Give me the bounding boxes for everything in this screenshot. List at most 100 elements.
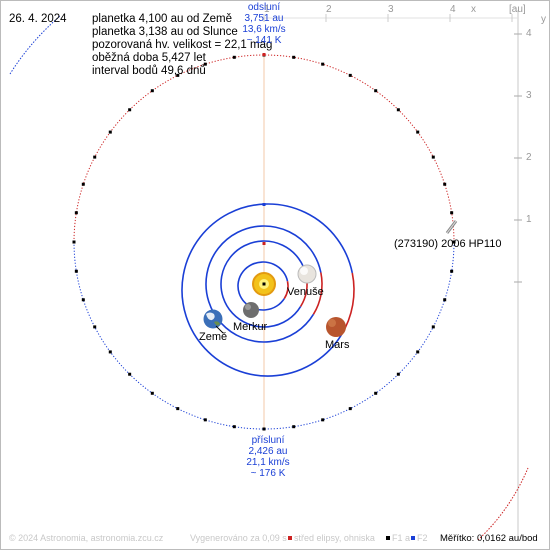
- info-line-sun-distance: planetka 3,138 au od Slunce: [92, 26, 238, 38]
- orbit-point: [374, 391, 378, 395]
- legend-f2-text: F2: [417, 533, 428, 543]
- perihelion-speed: 21,1 km/s: [246, 457, 290, 468]
- venus-label: Venuše: [287, 286, 324, 298]
- orbit-point: [74, 269, 78, 273]
- generated-text: Vygenerováno za 0,09 s: [190, 533, 287, 543]
- outer-orbit-arc-br: [477, 467, 529, 541]
- mercury-icon: [243, 302, 259, 318]
- orbit-point: [108, 350, 112, 354]
- earth-orbit: [205, 225, 323, 343]
- earth-label: Země: [199, 331, 228, 343]
- orbit-point: [443, 182, 447, 186]
- y-tick-2: 2: [526, 152, 532, 163]
- planet-orbits: [181, 203, 355, 377]
- legend-f2-swatch: [411, 536, 415, 540]
- orbit-point: [292, 425, 296, 429]
- aphelion-distance: 3,751 au: [244, 13, 284, 24]
- y-axis-ticks: [514, 33, 522, 283]
- outer-orbit-arc-tl: [9, 15, 61, 75]
- asteroid-position-icon: [445, 220, 458, 234]
- mercury-orbit-arc-blue: [237, 261, 289, 311]
- orbit-point: [443, 298, 447, 302]
- x-tick-2: 2: [326, 4, 332, 15]
- orbit-point: [374, 89, 378, 93]
- orbit-point: [450, 269, 454, 273]
- orbit-point: [128, 108, 132, 112]
- x-tick-4: 4: [450, 4, 456, 15]
- orbit-point: [93, 155, 97, 159]
- orbit-point: [232, 55, 236, 59]
- orbit-point: [416, 350, 420, 354]
- y-tick-4: 4: [526, 28, 532, 39]
- x-tick-3: 3: [388, 4, 394, 15]
- orbit-point: [450, 211, 454, 215]
- orbit-point: [396, 108, 400, 112]
- aphelion-info: odsluní 3,751 au 13,6 km/s ~ 141 K: [234, 2, 294, 46]
- asteroid-orbit-points: [72, 53, 456, 431]
- orbit-point: [176, 407, 180, 411]
- focus-f2-marker: [262, 203, 266, 206]
- copyright-text: © 2024 Astronomia, astronomia.zcu.cz: [9, 533, 164, 543]
- earth-icon: [203, 309, 223, 329]
- aphelion-title: odsluní: [247, 2, 281, 13]
- info-line-period: oběžná doba 5,427 let: [92, 52, 206, 64]
- info-panel: planetka 4,100 au od Země planetka 3,138…: [92, 13, 272, 78]
- info-line-interval: interval bodů 49,6 dnů: [92, 65, 206, 77]
- x-axis-label: x: [471, 4, 476, 15]
- mars-label: Mars: [325, 339, 350, 351]
- orbit-point: [128, 372, 132, 376]
- orbit-point: [321, 418, 325, 422]
- axis-unit-label: [au]: [509, 4, 526, 15]
- orbit-point: [348, 73, 352, 77]
- earth-orbit-arc-red: [312, 272, 323, 315]
- asteroid-orbit-upper: [73, 54, 455, 243]
- orbit-point: [108, 130, 112, 134]
- mars-icon: [326, 317, 346, 337]
- perihelion-temperature: ~ 176 K: [250, 468, 286, 479]
- orbit-point: [452, 240, 456, 244]
- venus-icon: [297, 264, 317, 284]
- asteroid-orbit-lower: [73, 241, 455, 430]
- orbit-point: [150, 391, 154, 395]
- orbit-point: [416, 130, 420, 134]
- scale-text: Měřítko: 0,0162 au/bod: [440, 533, 538, 544]
- orbit-point: [81, 298, 85, 302]
- perihelion-info: přísluní 2,426 au 21,1 km/s ~ 176 K: [238, 435, 298, 479]
- orbit-point: [81, 182, 85, 186]
- orbit-point: [232, 425, 236, 429]
- legend-f1-swatch: [386, 536, 390, 540]
- legend-center-text: střed elipsy, ohniska: [294, 533, 375, 543]
- orbit-point: [150, 89, 154, 93]
- orbit-point: [203, 418, 207, 422]
- aphelion-speed: 13,6 km/s: [242, 24, 286, 35]
- aphelion-marker: [262, 53, 266, 56]
- info-line-magnitude: pozorovaná hv. velikost = 22,1 mag: [92, 39, 273, 51]
- mercury-orbit: [237, 261, 289, 311]
- orbit-point: [292, 55, 296, 59]
- ellipse-center-marker: [262, 242, 266, 245]
- asteroid-name-label: (273190) 2006 HP110: [394, 238, 502, 250]
- asteroid-orbit: [73, 54, 455, 430]
- orbit-point: [93, 325, 97, 329]
- sun-icon: [252, 272, 276, 296]
- orbit-point: [348, 407, 352, 411]
- venus-orbit-arc-blue: [220, 240, 307, 328]
- orbit-point: [431, 155, 435, 159]
- y-tick-3: 3: [526, 90, 532, 101]
- y-axis-label: y: [541, 14, 546, 25]
- orbit-point: [262, 427, 266, 431]
- mars-orbit-arc-blue: [181, 203, 354, 377]
- earth-orbit-arc-blue: [205, 225, 322, 343]
- perihelion-title: přísluní: [251, 435, 285, 446]
- aphelion-temperature: ~ 141 K: [246, 35, 282, 46]
- info-line-earth-distance: planetka 4,100 au od Země: [92, 13, 233, 25]
- legend-f1-text: F1 a: [392, 533, 411, 543]
- orbit-point: [203, 62, 207, 66]
- orbit-point: [321, 62, 325, 66]
- orbit-point: [72, 240, 76, 244]
- orbit-point: [74, 211, 78, 215]
- legend-center-swatch: [288, 536, 292, 540]
- x-axis-ticks: [263, 14, 513, 22]
- perihelion-distance: 2,426 au: [248, 446, 288, 457]
- earth-pointer: [215, 325, 224, 334]
